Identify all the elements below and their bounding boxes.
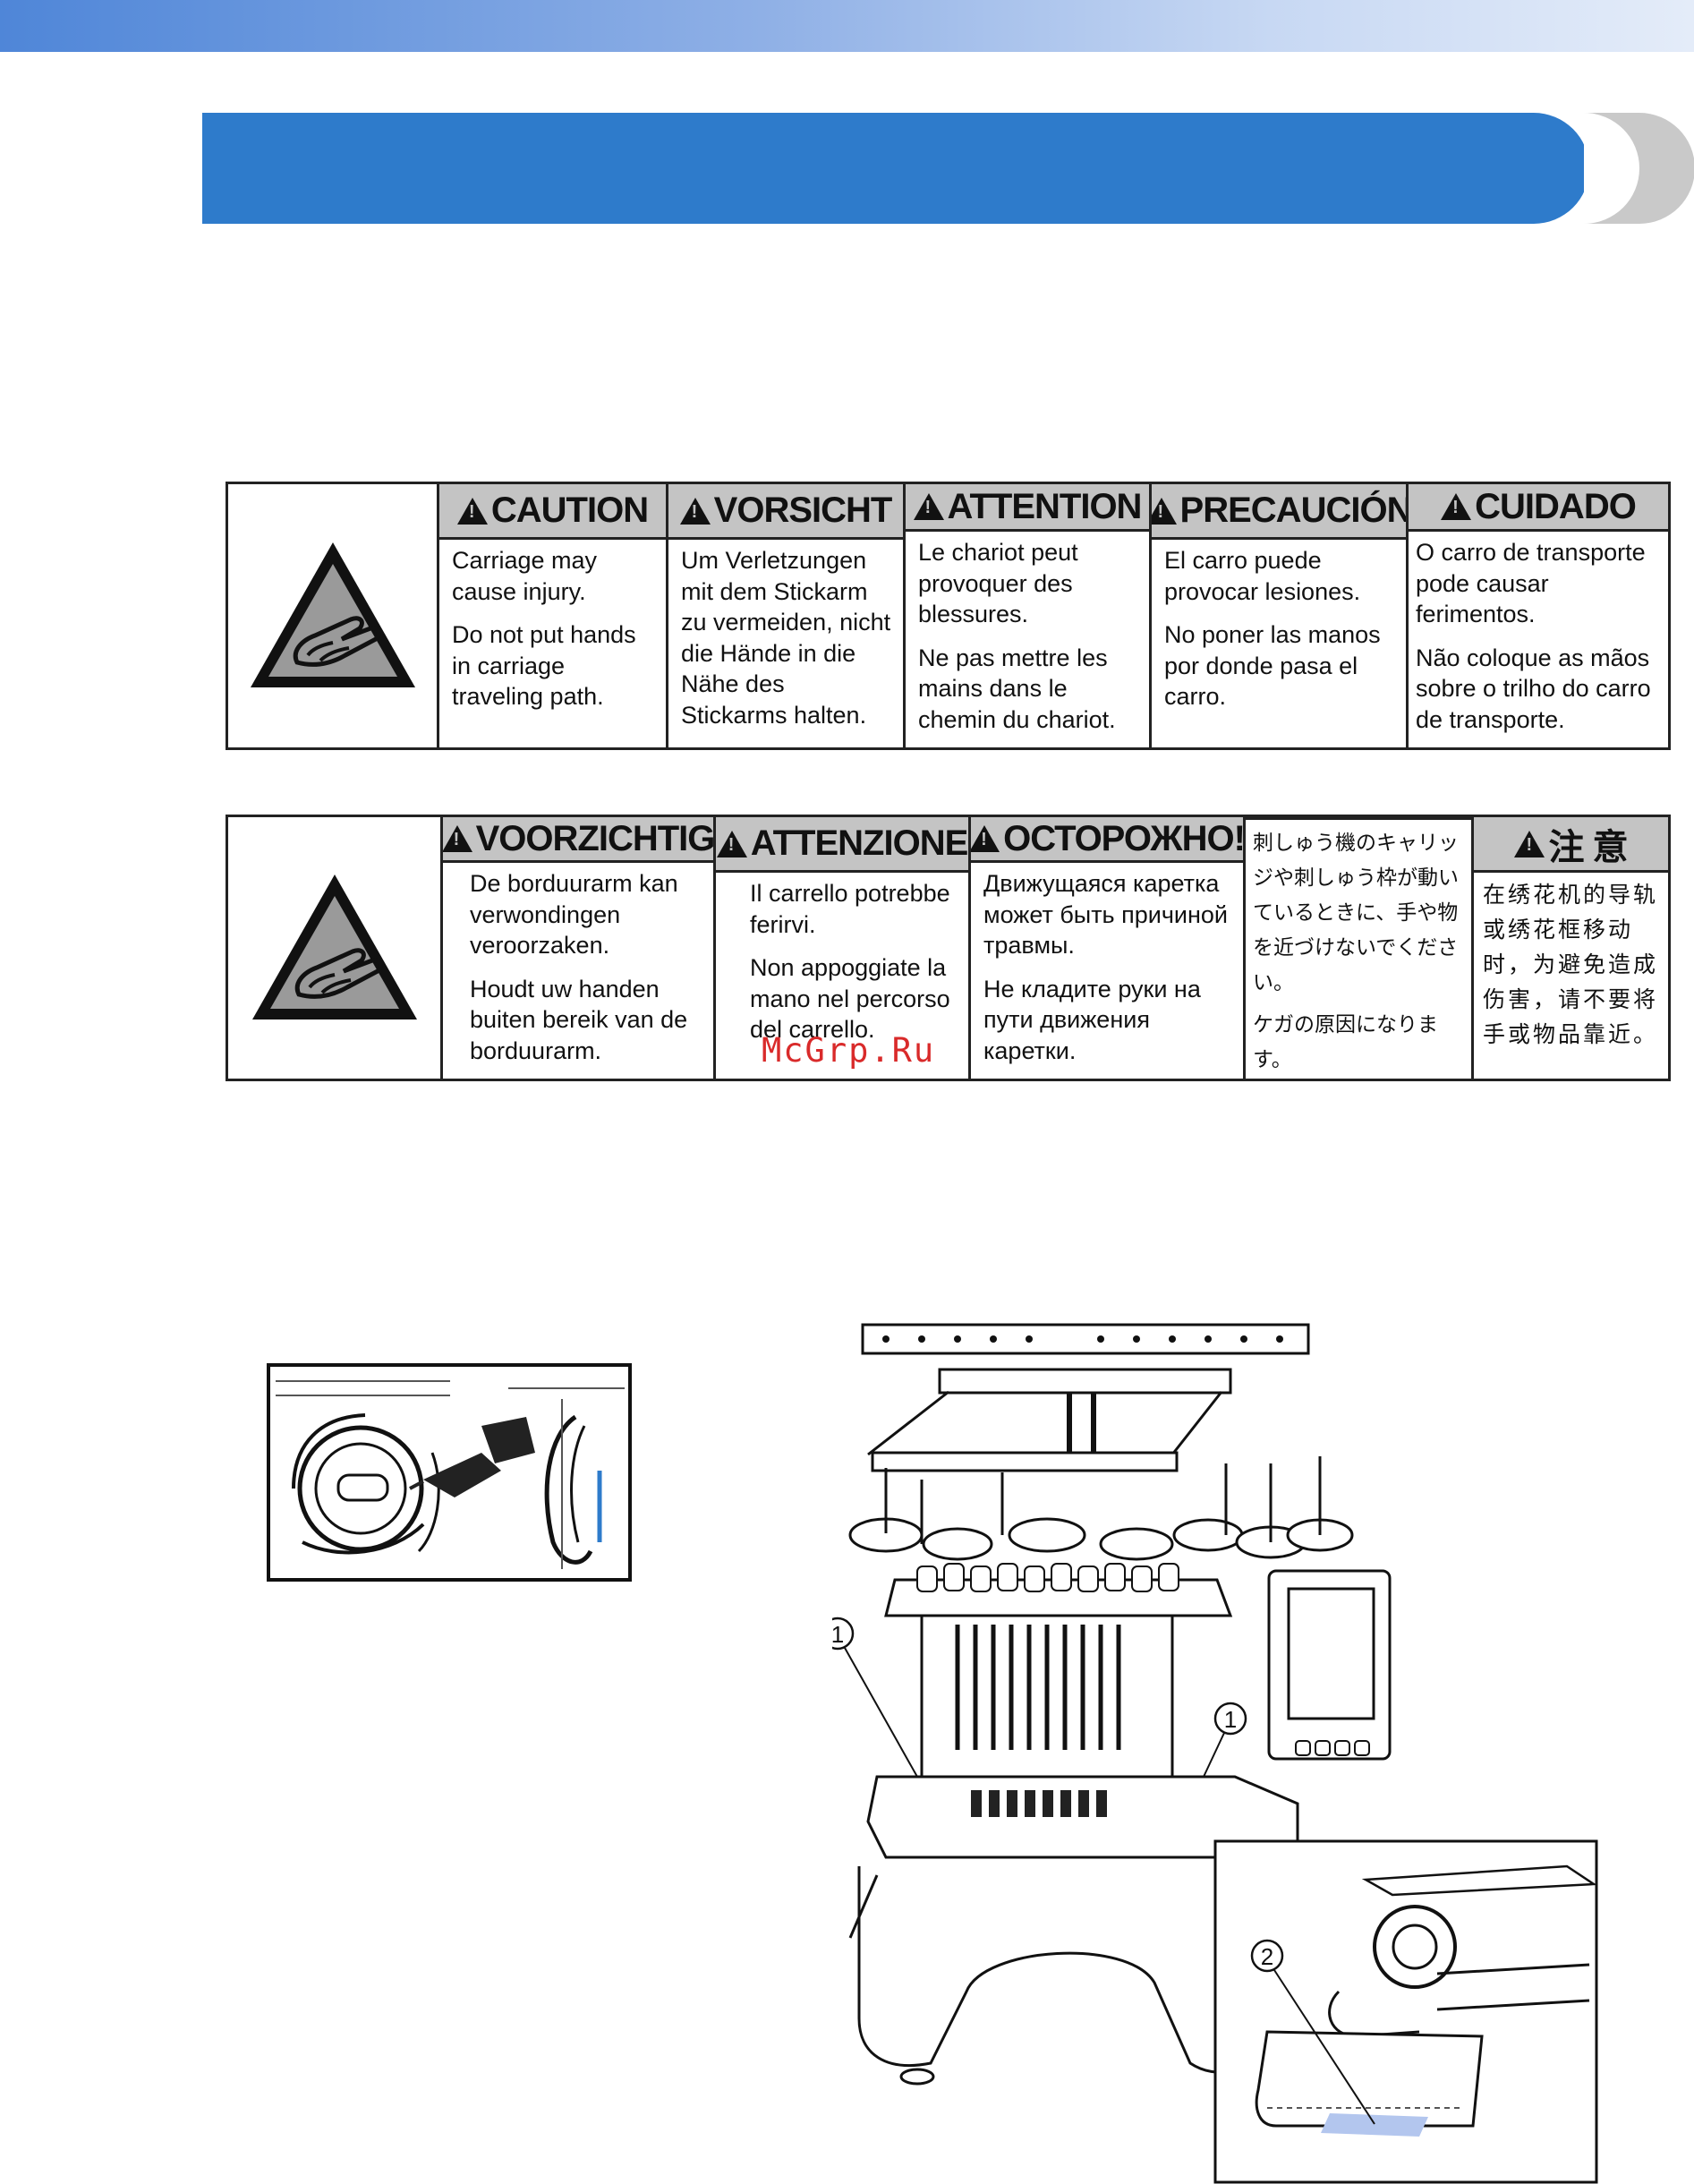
warning-heading: ATTENZIONE: [716, 817, 968, 873]
warning-paragraph: De borduurarm kan verwondingen veroorzak…: [470, 870, 678, 959]
warning-column-de: VORSICHT Um Verletzungen mit dem Stickar…: [668, 484, 906, 747]
warning-column-zh: 注 意 在绣花机的导轨或绣花框移动时，为避免造成伤害，请不要将手或物品靠近。: [1474, 817, 1668, 1079]
warning-triangle-icon: [971, 825, 1000, 852]
warning-text: 在绣花机的导轨或绣花框移动时，为避免造成伤害，请不要将手或物品靠近。: [1474, 873, 1668, 1065]
warning-text: Il carrello potrebbe ferirvi. Non appogg…: [716, 873, 968, 1058]
warning-text: Le chariot peut provoquer des blessures.…: [906, 532, 1149, 747]
warning-triangle-icon: [1152, 497, 1177, 525]
svg-text:1: 1: [832, 1621, 844, 1648]
warning-paragraph: Do not put hands in carriage traveling p…: [452, 621, 636, 710]
callout-marker: 1: [1213, 1702, 1247, 1736]
warning-paragraph: ケガの原因になります。: [1253, 1012, 1438, 1071]
warning-paragraph: Движущаяся каретка может быть причиной т…: [983, 870, 1229, 959]
warning-heading: ОСТОРОЖНО!: [971, 817, 1243, 863]
warning-heading: 注 意: [1246, 817, 1471, 820]
warning-heading: 注 意: [1474, 817, 1668, 873]
warning-paragraph: No poner las manos por donde pasa el car…: [1164, 621, 1381, 710]
hand-caution-triangle-icon: [251, 874, 417, 1019]
warning-label-table-1: CAUTION Carriage may cause injury. Do no…: [226, 482, 1671, 750]
warning-triangle-icon: [913, 493, 944, 520]
warning-column-ru: ОСТОРОЖНО! Движущаяся каретка может быть…: [971, 817, 1246, 1079]
warning-triangle-icon: [443, 825, 472, 852]
warning-text: 刺しゅう機のキャリッジや刺しゅう枠が動いているときに、手や物を近づけないでくださ…: [1246, 820, 1471, 1084]
warning-heading: CAUTION: [439, 484, 666, 540]
warning-heading: VOORZICHTIG: [443, 817, 713, 863]
hand-caution-triangle-icon: [250, 542, 415, 687]
warning-triangle-icon: [679, 497, 711, 525]
warning-paragraph: Non appoggiate la mano nel percorso del …: [750, 954, 950, 1043]
warning-heading: ATTENTION: [906, 484, 1149, 532]
warning-paragraph: 刺しゅう機のキャリッジや刺しゅう枠が動いているときに、手や物を近づけないでくださ…: [1253, 831, 1459, 994]
warning-text: El carro puede provocar lesiones. No pon…: [1152, 540, 1406, 725]
oil-can-icon: [409, 1417, 535, 1497]
oiling-illustration: [267, 1363, 632, 1582]
svg-text:2: 2: [1261, 1943, 1273, 1970]
warning-column-nl: VOORZICHTIG De borduurarm kan verwonding…: [443, 817, 716, 1079]
rotary-hook-detail-inset: 2: [1213, 1839, 1598, 2184]
warning-paragraph: El carro puede provocar lesiones.: [1164, 547, 1361, 605]
warning-heading: VORSICHT: [668, 484, 903, 540]
warning-text: Движущаяся каретка может быть причиной т…: [971, 863, 1243, 1079]
warning-triangle-icon: [716, 830, 747, 857]
watermark: McGrp.Ru: [762, 1031, 936, 1070]
warning-column-pt: CUIDADO O carro de transporte pode causa…: [1409, 484, 1668, 747]
callout-marker: 1: [832, 1617, 855, 1651]
warning-paragraph: 在绣花机的导轨或绣花框移动时，为避免造成伤害，请不要将手或物品靠近。: [1483, 883, 1659, 1047]
warning-label-table-2: VOORZICHTIG De borduurarm kan verwonding…: [226, 815, 1671, 1081]
warning-paragraph: Не кладите руки на пути движения каретки…: [983, 975, 1201, 1064]
callout-marker: 2: [1250, 1939, 1284, 1973]
warning-text: O carro de transporte pode causar ferime…: [1409, 532, 1668, 747]
warning-paragraph: Houdt uw handen buiten bereik van de bor…: [470, 975, 688, 1064]
warning-icon-cell: [228, 484, 439, 747]
warning-paragraph: Il carrello potrebbe ferirvi.: [750, 880, 950, 938]
warning-icon-cell: [228, 817, 443, 1079]
warning-triangle-icon: [1441, 493, 1472, 520]
warning-heading: PRECAUCIÓN: [1152, 484, 1406, 540]
warning-column-fr: ATTENTION Le chariot peut provoquer des …: [906, 484, 1152, 747]
top-gradient-strip: [0, 0, 1694, 52]
svg-text:1: 1: [1224, 1706, 1237, 1733]
embroidery-machine-illustration: 1 1: [832, 1323, 1392, 2086]
warning-heading: CUIDADO: [1409, 484, 1668, 532]
warning-triangle-icon: [456, 497, 488, 525]
warning-column-it: ATTENZIONE Il carrello potrebbe ferirvi.…: [716, 817, 971, 1079]
warning-triangle-icon: [1514, 830, 1545, 857]
warning-column-ja: 注 意 刺しゅう機のキャリッジや刺しゅう枠が動いているときに、手や物を近づけない…: [1246, 817, 1474, 1079]
warning-paragraph: O carro de transporte pode causar ferime…: [1416, 539, 1646, 627]
warning-text: De borduurarm kan verwondingen veroorzak…: [443, 863, 713, 1079]
warning-text: Carriage may cause injury. Do not put ha…: [439, 540, 666, 725]
warning-column-es: PRECAUCIÓN El carro puede provocar lesio…: [1152, 484, 1409, 747]
section-title-band: [202, 113, 1589, 224]
warning-paragraph: Ne pas mettre les mains dans le chemin d…: [918, 644, 1116, 733]
warning-paragraph: Não coloque as mãos sobre o trilho do ca…: [1416, 644, 1651, 733]
warning-column-en: CAUTION Carriage may cause injury. Do no…: [439, 484, 668, 747]
warning-text: Um Verletzungen mit dem Stickarm zu verm…: [668, 540, 903, 743]
warning-paragraph: Carriage may cause injury.: [452, 547, 598, 605]
warning-paragraph: Um Verletzungen mit dem Stickarm zu verm…: [681, 547, 891, 729]
warning-paragraph: Le chariot peut provoquer des blessures.: [918, 539, 1078, 627]
